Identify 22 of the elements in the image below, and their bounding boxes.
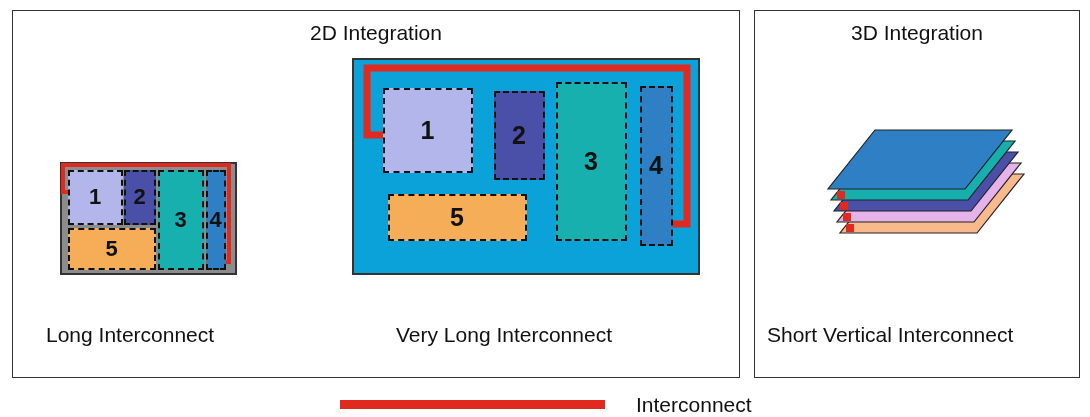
circuit-block: 4 [205, 169, 226, 270]
legend-label: Interconnect [636, 393, 752, 417]
chip-substrate [351, 57, 700, 275]
circuit-block: 3 [157, 169, 204, 270]
chip-substrate [59, 161, 237, 275]
panel-heading: 2D Integration [309, 21, 443, 45]
interconnect-line [61, 163, 231, 264]
circuit-block: 3 [555, 81, 627, 241]
circuit-block: 5 [67, 227, 156, 270]
interconnect-line [363, 64, 691, 228]
circuit-block: 5 [387, 193, 527, 241]
circuit-block: 2 [493, 90, 545, 180]
chip-caption: Very Long Interconnect [396, 323, 612, 347]
circuit-block: 1 [382, 87, 473, 173]
panel-caption: Short Vertical Interconnect [767, 323, 1014, 347]
chip-caption: Long Interconnect [46, 323, 215, 347]
panel-frame [754, 10, 1080, 378]
panel-frame [12, 10, 740, 378]
circuit-block: 4 [639, 85, 673, 246]
circuit-block: 1 [67, 169, 123, 225]
circuit-block: 2 [123, 169, 156, 225]
panel-heading: 3D Integration [850, 21, 984, 45]
